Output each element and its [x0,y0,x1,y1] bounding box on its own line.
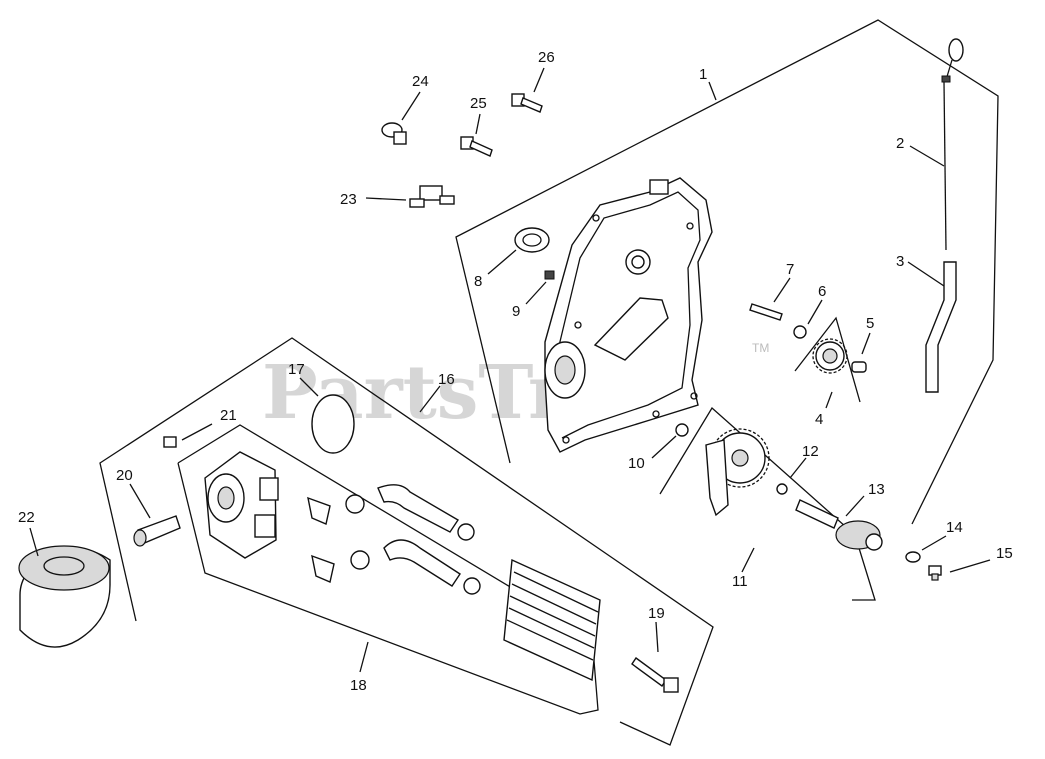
callout-6: 6 [818,283,826,300]
leader-11 [741,547,755,573]
oil-seal [514,227,550,253]
group-18-bracket [177,424,599,715]
callout-8: 8 [474,273,482,290]
leader-22 [29,527,39,557]
cooler-bolt [631,657,679,693]
leader-20 [129,483,151,519]
dipstick [941,38,964,251]
filter-nipple [133,515,181,547]
leader-9 [525,281,547,305]
leader-15 [949,559,991,573]
leader-6 [807,299,823,325]
callout-26: 26 [538,49,555,66]
oil-filter-adapter [204,451,279,559]
group-16-bracket [99,337,714,746]
callout-16: 16 [438,371,455,388]
leader-18 [359,641,369,673]
leader-25 [475,113,481,135]
hose-fitting-upper [307,484,475,541]
callout-12: 12 [802,443,819,460]
leader-10 [651,435,677,459]
callout-3: 3 [896,253,904,270]
elbow-fitting [409,185,455,208]
leader-1 [708,81,717,101]
callout-1: 1 [699,66,707,83]
pin [851,361,867,373]
callout-9: 9 [512,303,520,320]
governor-gear [812,338,848,374]
oil-filter [18,545,111,648]
leader-13 [845,495,865,517]
callout-13: 13 [868,481,885,498]
callout-11: 11 [732,573,748,590]
callout-15: 15 [996,545,1013,562]
crankcase-cover [544,177,713,453]
group-11-bracket [659,406,876,601]
leader-24 [401,91,421,121]
callout-5: 5 [866,315,874,332]
callout-7: 7 [786,261,794,278]
oil-pump [705,428,770,517]
small-plug [163,436,177,448]
callout-20: 20 [116,467,133,484]
oil-pickup [795,499,883,551]
leader-17 [299,377,319,397]
leader-19 [655,621,659,653]
leader-3 [907,261,945,287]
leader-23 [365,197,407,201]
screw-26 [511,93,543,113]
plug [544,270,555,280]
drain-plug [928,565,942,581]
screw-25 [460,136,493,157]
callout-23: 23 [340,191,357,208]
washer [793,325,807,339]
leader-14 [921,535,947,551]
leader-5 [861,332,871,355]
callout-18: 18 [350,677,367,694]
o-ring-large [311,394,355,454]
callout-17: 17 [288,361,305,378]
callout-10: 10 [628,455,645,472]
group-1-bracket [455,19,999,525]
leader-2 [909,145,945,167]
o-ring-10 [675,423,689,437]
callout-14: 14 [946,519,963,536]
sealing-washer [905,551,921,563]
callout-2: 2 [896,135,904,152]
dipstick-tube [925,261,957,393]
leader-21 [181,423,213,441]
leader-8 [487,249,517,275]
o-ring-12 [776,483,788,495]
callout-19: 19 [648,605,665,622]
callout-4: 4 [815,411,823,428]
watermark-trademark: TM [752,341,769,355]
leader-4 [825,391,833,409]
callout-21: 21 [220,407,237,424]
hose-fitting-lower [311,539,481,595]
leader-12 [789,457,807,479]
leader-26 [533,67,545,93]
governor-shaft [749,303,783,321]
callout-25: 25 [470,95,487,112]
oil-cooler [503,558,601,682]
callout-24: 24 [412,73,429,90]
leader-16 [419,385,441,413]
oil-pressure-switch [381,122,407,145]
callout-22: 22 [18,509,35,526]
group-4-bracket [794,316,861,403]
leader-7 [773,277,791,303]
